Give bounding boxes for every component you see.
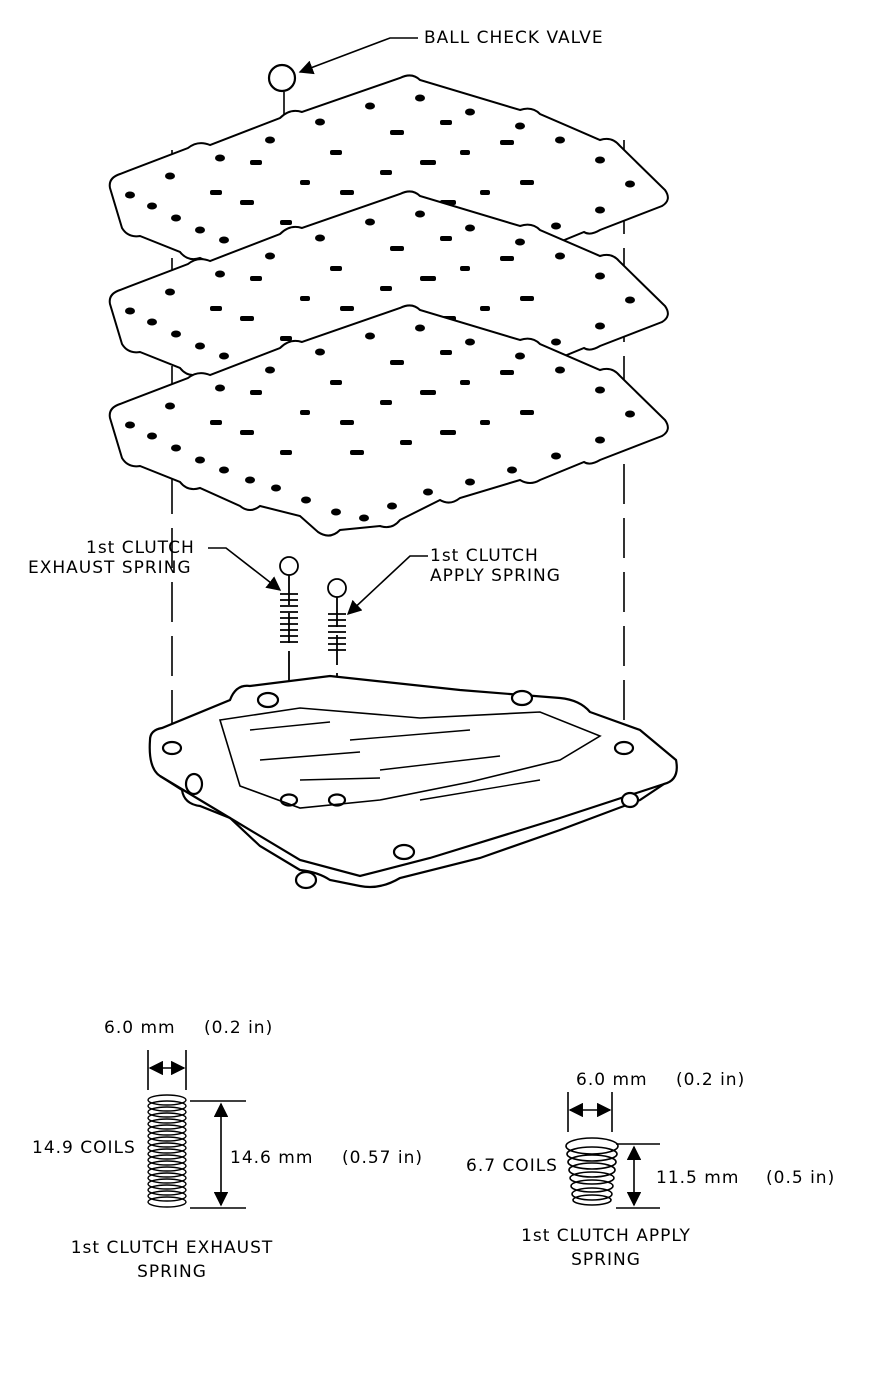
exhaust-length-in: (0.57 in) [342, 1148, 424, 1168]
apply-caption-line1: 1st CLUTCH APPLY [521, 1226, 691, 1246]
exhaust-diameter-in: (0.2 in) [204, 1018, 274, 1038]
exhaust-caption-line2: SPRING [137, 1262, 207, 1282]
apply-diameter-mm: 6.0 mm [576, 1070, 648, 1090]
exhaust-spring-label-line1: 1st CLUTCH [86, 538, 195, 558]
exhaust-spring-detail [147, 1050, 246, 1209]
apply-coils: 6.7 COILS [466, 1156, 558, 1176]
exhaust-spring-label-line2: EXHAUST SPRING [28, 558, 192, 578]
apply-spring-label-line1: 1st CLUTCH [430, 546, 539, 566]
apply-spring-detail [565, 1092, 660, 1209]
apply-caption-line2: SPRING [571, 1250, 641, 1270]
exhaust-spring-leader [208, 547, 282, 591]
valve-body [148, 674, 678, 890]
apply-length-in: (0.5 in) [766, 1168, 836, 1188]
exhaust-caption-line1: 1st CLUTCH EXHAUST [70, 1238, 274, 1258]
exhaust-coils: 14.9 COILS [32, 1138, 136, 1158]
ball-check-valve [267, 63, 297, 93]
ball-check-valve-leader [298, 37, 418, 75]
apply-diameter-in: (0.2 in) [676, 1070, 746, 1090]
exhaust-length-mm: 14.6 mm [230, 1148, 314, 1168]
apply-spring-leader [346, 555, 428, 615]
exhaust-spring-assembly [279, 556, 299, 800]
apply-spring-label-line2: APPLY SPRING [430, 566, 561, 586]
exhaust-diameter-mm: 6.0 mm [104, 1018, 176, 1038]
apply-length-mm: 11.5 mm [656, 1168, 740, 1188]
ball-check-valve-label: BALL CHECK VALVE [424, 28, 604, 48]
